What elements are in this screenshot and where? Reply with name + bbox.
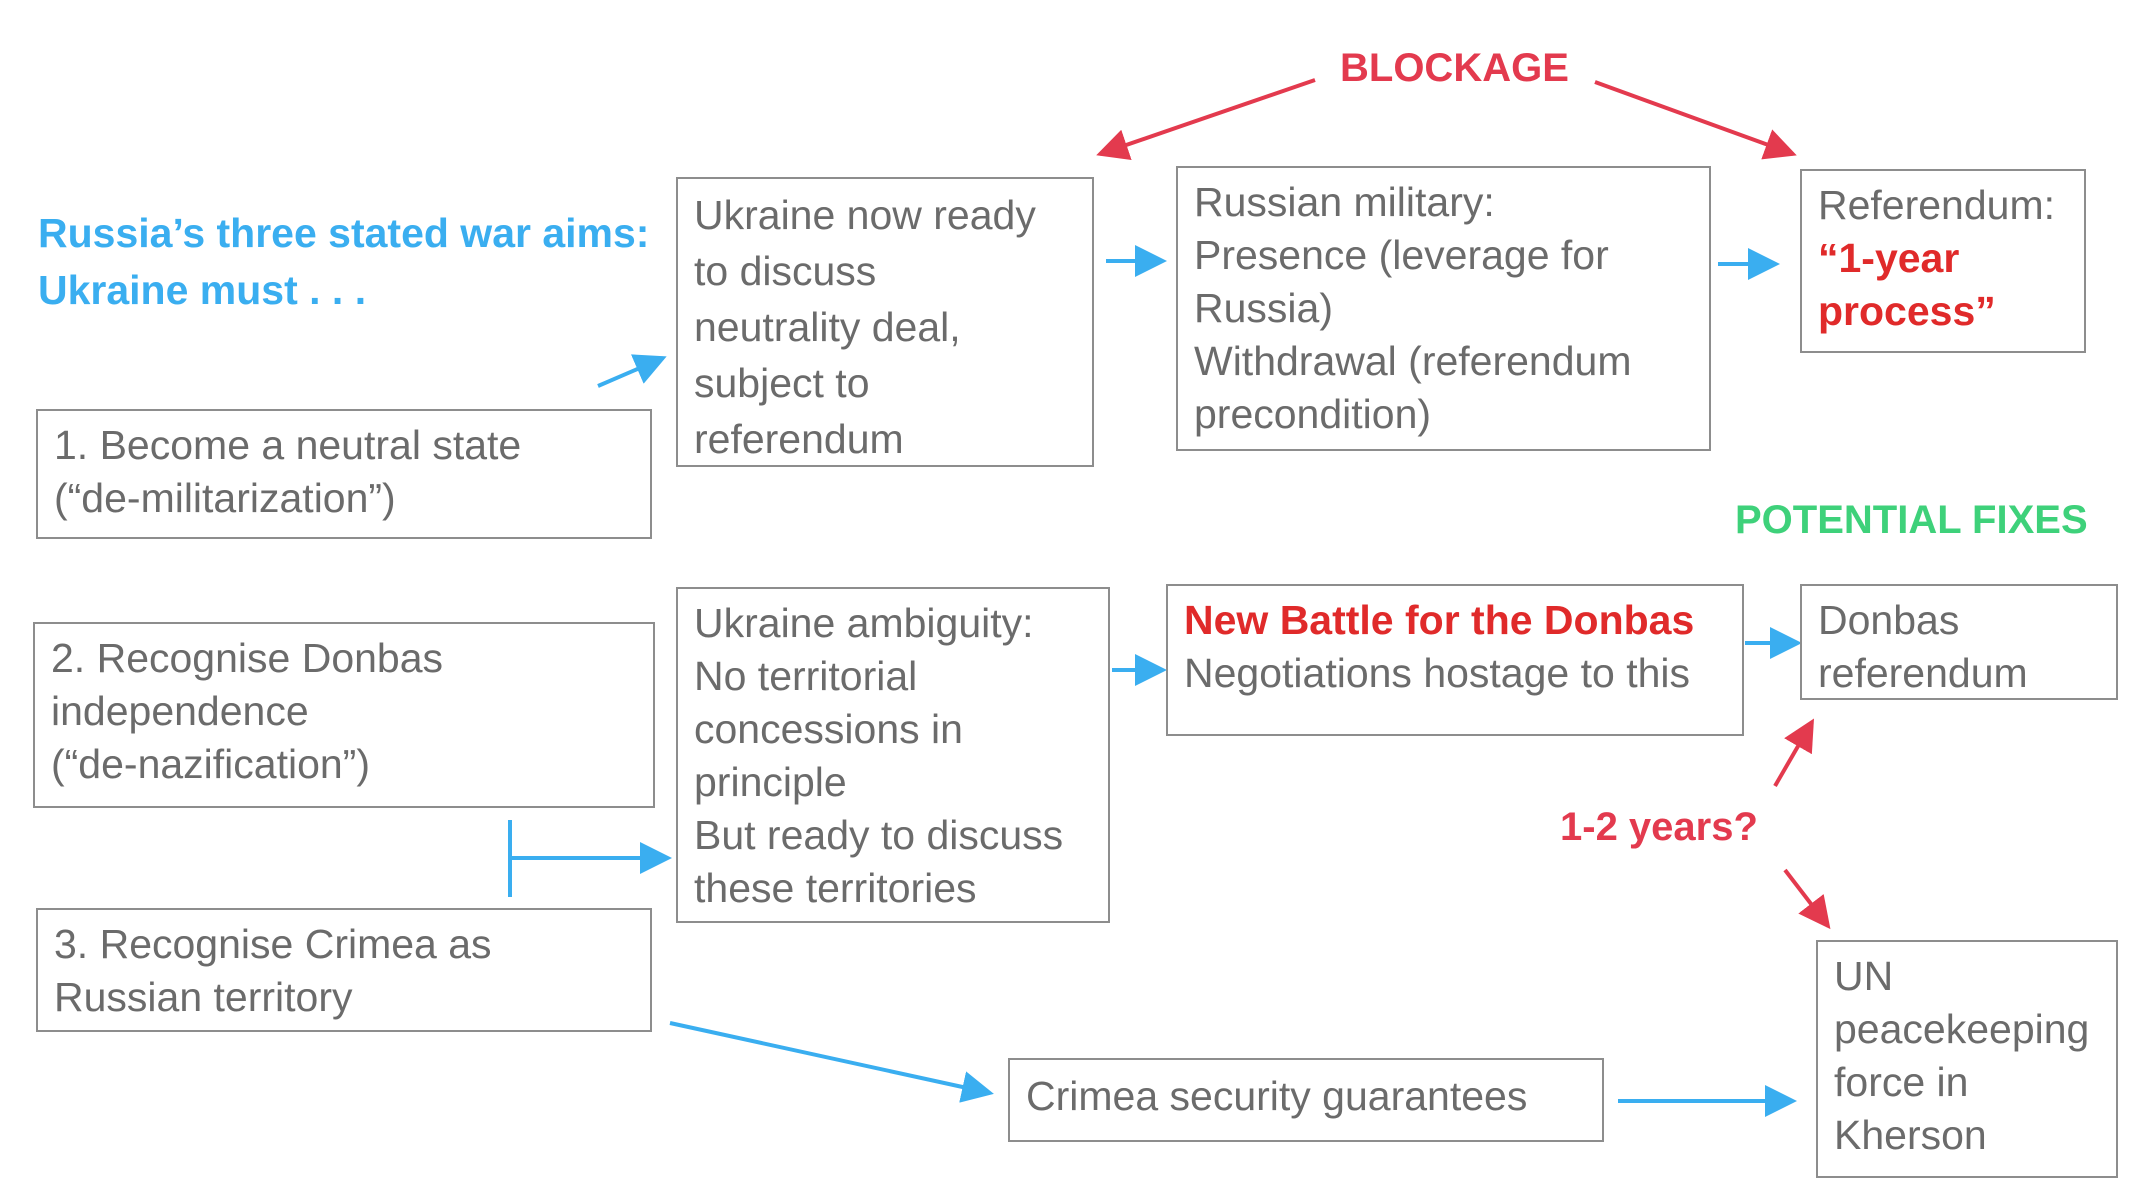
aim1-line2: (“de-militarization”) — [54, 475, 396, 521]
ambiguity-line6: these territories — [694, 865, 977, 911]
neutrality-line1: Ukraine now ready — [694, 192, 1036, 238]
ambiguity-line5: But ready to discuss — [694, 812, 1064, 858]
un-force-line2: peacekeeping — [1834, 1006, 2090, 1052]
military-line4: Withdrawal (referendum — [1194, 338, 1632, 384]
crimea-guarantees-text: Crimea security guarantees — [1026, 1073, 1528, 1119]
blockage-label: BLOCKAGE — [1340, 46, 1569, 90]
war-aims-heading: Russia’s three stated war aims: Ukraine … — [38, 205, 649, 319]
arrow-years-to-un-force — [1783, 868, 1831, 930]
ambiguity-line1: Ukraine ambiguity: — [694, 600, 1034, 646]
un-force-box: UN peacekeeping force in Kherson — [1816, 940, 2118, 1178]
neutrality-line5: referendum — [694, 416, 904, 462]
donbas-battle-box: New Battle for the Donbas Negotiations h… — [1166, 584, 1744, 736]
timeline-label: 1-2 years? — [1560, 805, 1758, 849]
referendum-highlight-line1: “1-year — [1818, 235, 1960, 281]
military-line3: Russia) — [1194, 285, 1333, 331]
aim3-box: 3. Recognise Crimea as Russian territory — [36, 908, 652, 1032]
arrow-blockage-to-referendum — [1594, 80, 1797, 160]
donbas-referendum-line1: Donbas — [1818, 597, 1960, 643]
military-line2: Presence (leverage for — [1194, 232, 1609, 278]
un-force-line3: force in — [1834, 1059, 1969, 1105]
aim1-box: 1. Become a neutral state (“de-militariz… — [36, 409, 652, 539]
neutrality-line4: subject to — [694, 360, 870, 406]
arrow-years-to-donbas-referendum — [1773, 718, 1815, 788]
ukraine-neutrality-box: Ukraine now ready to discuss neutrality … — [676, 177, 1094, 467]
donbas-referendum-line2: referendum — [1818, 650, 2028, 696]
donbas-battle-title: New Battle for the Donbas — [1184, 597, 1695, 643]
ukraine-ambiguity-box: Ukraine ambiguity: No territorial conces… — [676, 587, 1110, 923]
aim2-line2: independence — [51, 688, 309, 734]
referendum-box: Referendum: “1-year process” — [1800, 169, 2086, 353]
aim2-line3: (“de-nazification”) — [51, 741, 370, 787]
arrow-blockage-to-neutrality — [1096, 78, 1316, 161]
crimea-guarantees-box: Crimea security guarantees — [1008, 1058, 1604, 1142]
referendum-highlight-line2: process” — [1818, 288, 1996, 334]
neutrality-line2: to discuss — [694, 248, 877, 294]
referendum-label: Referendum: — [1818, 182, 2056, 228]
ambiguity-line2: No territorial — [694, 653, 918, 699]
aim2-box: 2. Recognise Donbas independence (“de-na… — [33, 622, 655, 808]
un-force-line1: UN — [1834, 953, 1894, 999]
un-force-line4: Kherson — [1834, 1112, 1987, 1158]
ambiguity-line4: principle — [694, 759, 847, 805]
aim2-line1: 2. Recognise Donbas — [51, 635, 444, 681]
neutrality-line3: neutrality deal, — [694, 304, 961, 350]
russian-military-box: Russian military: Presence (leverage for… — [1176, 166, 1711, 451]
potential-fixes-label: POTENTIAL FIXES — [1735, 498, 2088, 542]
military-line1: Russian military: — [1194, 179, 1495, 225]
donbas-battle-note: Negotiations hostage to this — [1184, 650, 1690, 696]
arrow-aim3-to-crimea — [669, 1021, 994, 1103]
arrow-aim1-to-neutrality — [597, 354, 667, 388]
aim3-line1: 3. Recognise Crimea as — [54, 921, 492, 967]
war-aims-heading-line1: Russia’s three stated war aims: — [38, 210, 650, 256]
ambiguity-line3: concessions in — [694, 706, 963, 752]
aim1-line1: 1. Become a neutral state — [54, 422, 522, 468]
war-aims-heading-line2: Ukraine must . . . — [38, 267, 367, 313]
aim3-line2: Russian territory — [54, 974, 353, 1020]
military-line5: precondition) — [1194, 391, 1432, 437]
donbas-referendum-box: Donbas referendum — [1800, 584, 2118, 700]
